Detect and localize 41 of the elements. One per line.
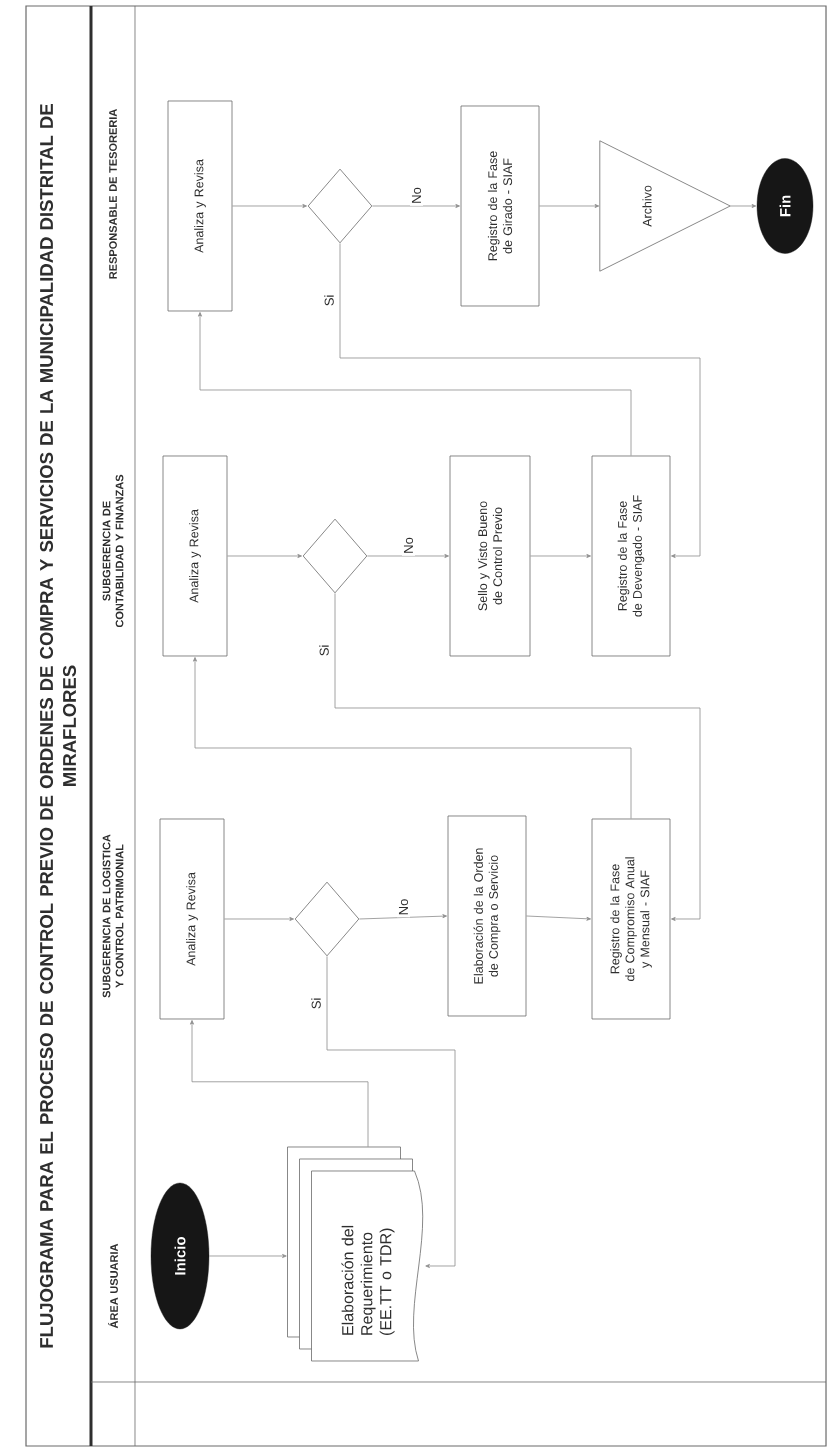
lane-header: ÁREA USUARIA xyxy=(108,1243,118,1329)
process-box: Analiza y Revisa xyxy=(167,100,233,312)
decision-diamond xyxy=(302,518,368,594)
process-box: Registro de la Fase de Devengado - SIAF xyxy=(591,455,671,657)
process-box: Sello y Visto Bueno de Control Previo xyxy=(449,455,531,657)
edge-label: Si xyxy=(322,292,336,309)
process-box: Registro de la Fase de Girado - SIAF xyxy=(460,105,540,307)
arrow xyxy=(526,915,591,921)
arrow xyxy=(326,956,456,1268)
edge-label: No xyxy=(401,535,416,556)
arrow xyxy=(208,1254,287,1258)
process-box: Analiza y Revisa xyxy=(159,818,225,1020)
process-box: Elaboración de la Orden de Compra o Servicio xyxy=(447,815,527,1017)
arrow xyxy=(359,914,447,920)
arrow xyxy=(190,1020,369,1148)
edge-label: No xyxy=(409,185,424,206)
lane-header: SUBGERENCIA DE CONTABILIDAD Y FINANZAS xyxy=(102,474,124,628)
archive-triangle: Archivo xyxy=(599,140,731,272)
arrow xyxy=(224,917,294,921)
arrow xyxy=(198,312,632,456)
arrow xyxy=(193,657,632,819)
arrow xyxy=(339,243,701,558)
edge-label: Si xyxy=(317,642,331,659)
arrow xyxy=(372,204,460,208)
arrow xyxy=(232,204,307,208)
lane-header: RESPONSABLE DE TESORERIA xyxy=(109,109,117,279)
document-stack: Elaboración del Requerimiento (EE.TT o TDR) xyxy=(287,1146,424,1362)
process-box: Registro de la Fase de Compromiso Anual y Mensual - SIAF xyxy=(591,818,671,1020)
arrow xyxy=(227,554,302,558)
arrow xyxy=(539,204,600,208)
edge-label: Si xyxy=(309,995,323,1012)
title: FLUJOGRAMA PARA EL PROCESO DE CONTROL PREVIO DE ORDENES DE COMPRA Y SERVICIOS DE LA MUNICIPALIDAD DISTRITAL DE MIRAFLORES xyxy=(39,104,77,1348)
arrow xyxy=(334,593,701,921)
process-box: Analiza y Revisa xyxy=(162,455,228,657)
decision-diamond xyxy=(307,168,373,244)
decision-diamond xyxy=(294,881,360,957)
arrow xyxy=(367,554,449,558)
lane-header: SUBGERENCIA DE LOGISTICA Y CONTROL PATRIMONIAL xyxy=(102,834,124,998)
edge-label: No xyxy=(396,896,411,918)
arrow xyxy=(530,554,591,558)
arrow xyxy=(729,204,757,208)
